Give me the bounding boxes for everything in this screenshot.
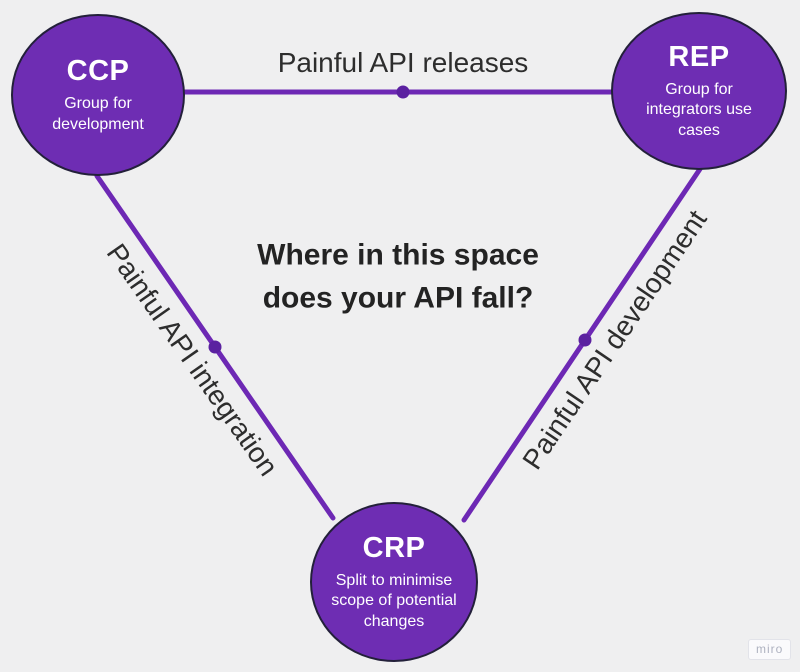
node-ccp: CCP Group for development	[11, 14, 185, 176]
connector-right-midpoint-dot	[578, 333, 592, 347]
connector-top-midpoint-dot	[396, 85, 410, 99]
node-crp-subtitle: Split to minimise scope of potential cha…	[331, 571, 457, 630]
center-question: Where in this space does your API fall?	[257, 234, 539, 319]
node-ccp-title: CCP	[66, 55, 130, 88]
node-rep-subtitle: Group for integrators use cases	[646, 80, 752, 139]
node-rep-title: REP	[668, 40, 730, 73]
node-crp: CRP Split to minimise scope of potential…	[310, 502, 478, 662]
center-question-line2: does your API fall?	[262, 281, 534, 314]
connector-left-midpoint-dot	[208, 340, 222, 354]
node-rep: REP Group for integrators use cases	[611, 12, 787, 170]
miro-watermark: miro	[748, 639, 792, 660]
node-ccp-subtitle: Group for development	[52, 95, 144, 133]
edge-label-releases: Painful API releases	[277, 47, 529, 78]
node-crp-title: CRP	[362, 531, 426, 564]
center-question-line1: Where in this space	[257, 238, 539, 272]
